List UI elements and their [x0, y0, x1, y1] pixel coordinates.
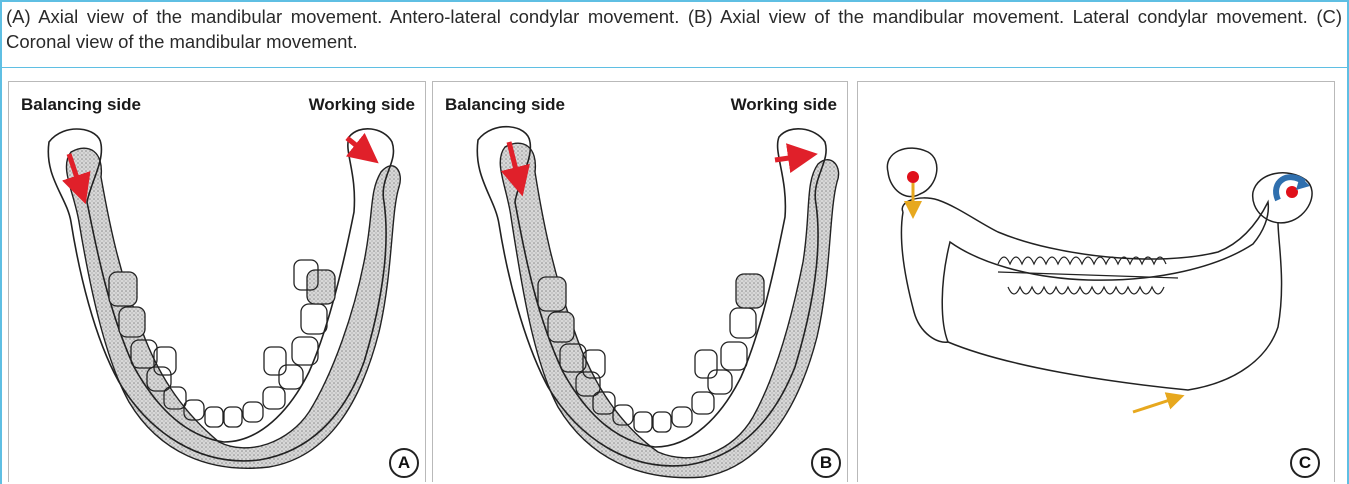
- working-side-label: Working side: [731, 95, 837, 115]
- panel-b: Balancing side Working side B: [432, 81, 848, 482]
- panel-c: C: [857, 81, 1335, 482]
- panel-letter-b: B: [811, 448, 841, 478]
- mandible-coronal-illustration-c: [858, 82, 1335, 482]
- working-side-label: Working side: [309, 95, 415, 115]
- panel-a: Balancing side Working side A: [8, 81, 426, 482]
- caption-divider: [0, 67, 1349, 68]
- mandible-axial-illustration-a: [9, 82, 426, 482]
- balancing-side-label: Balancing side: [21, 95, 141, 115]
- balancing-side-label: Balancing side: [445, 95, 565, 115]
- panel-letter-c: C: [1290, 448, 1320, 478]
- panel-letter-a: A: [389, 448, 419, 478]
- figure-caption: (A) Axial view of the mandibular movemen…: [6, 4, 1342, 54]
- mandible-axial-illustration-b: [433, 82, 848, 482]
